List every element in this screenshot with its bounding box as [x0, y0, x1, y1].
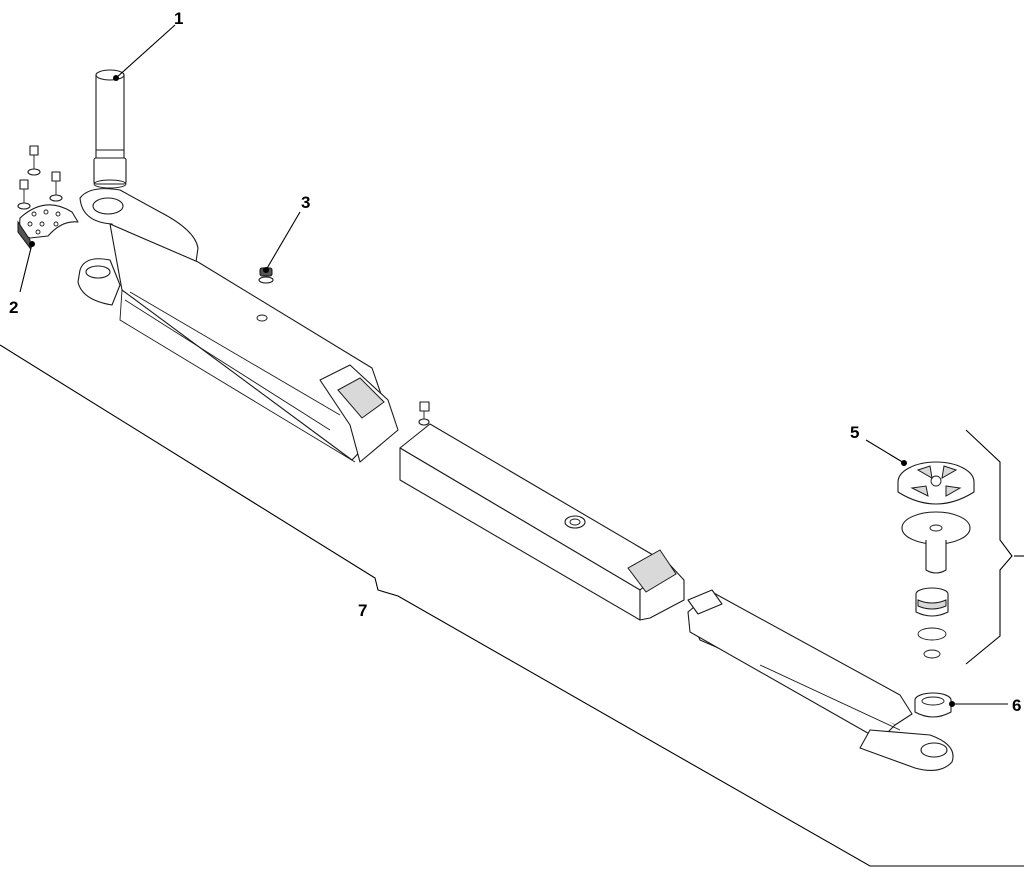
assembly-bracket-7 [0, 344, 1024, 867]
callout-5: 5 [850, 423, 859, 442]
callout-6: 6 [1012, 696, 1021, 715]
o-ring [917, 627, 947, 641]
callout-2: 2 [9, 298, 18, 317]
pad-holder-disc [901, 511, 971, 574]
extension-tube [399, 423, 685, 621]
callout-7: 7 [358, 601, 367, 620]
bolts-group [17, 145, 63, 210]
callout-1: 1 [174, 9, 183, 28]
bushing [914, 692, 952, 718]
threaded-adapter [915, 587, 949, 617]
main-arm [77, 188, 399, 463]
inner-arm [687, 589, 954, 771]
gear-segment-plate [17, 204, 79, 250]
pivot-pin [93, 69, 127, 189]
rubber-pad [897, 461, 975, 505]
subassembly-brace [965, 429, 1013, 665]
retaining-clip [923, 649, 941, 659]
leaders [19, 24, 1008, 707]
callout-3: 3 [301, 193, 310, 212]
middle-bolt [418, 401, 430, 426]
